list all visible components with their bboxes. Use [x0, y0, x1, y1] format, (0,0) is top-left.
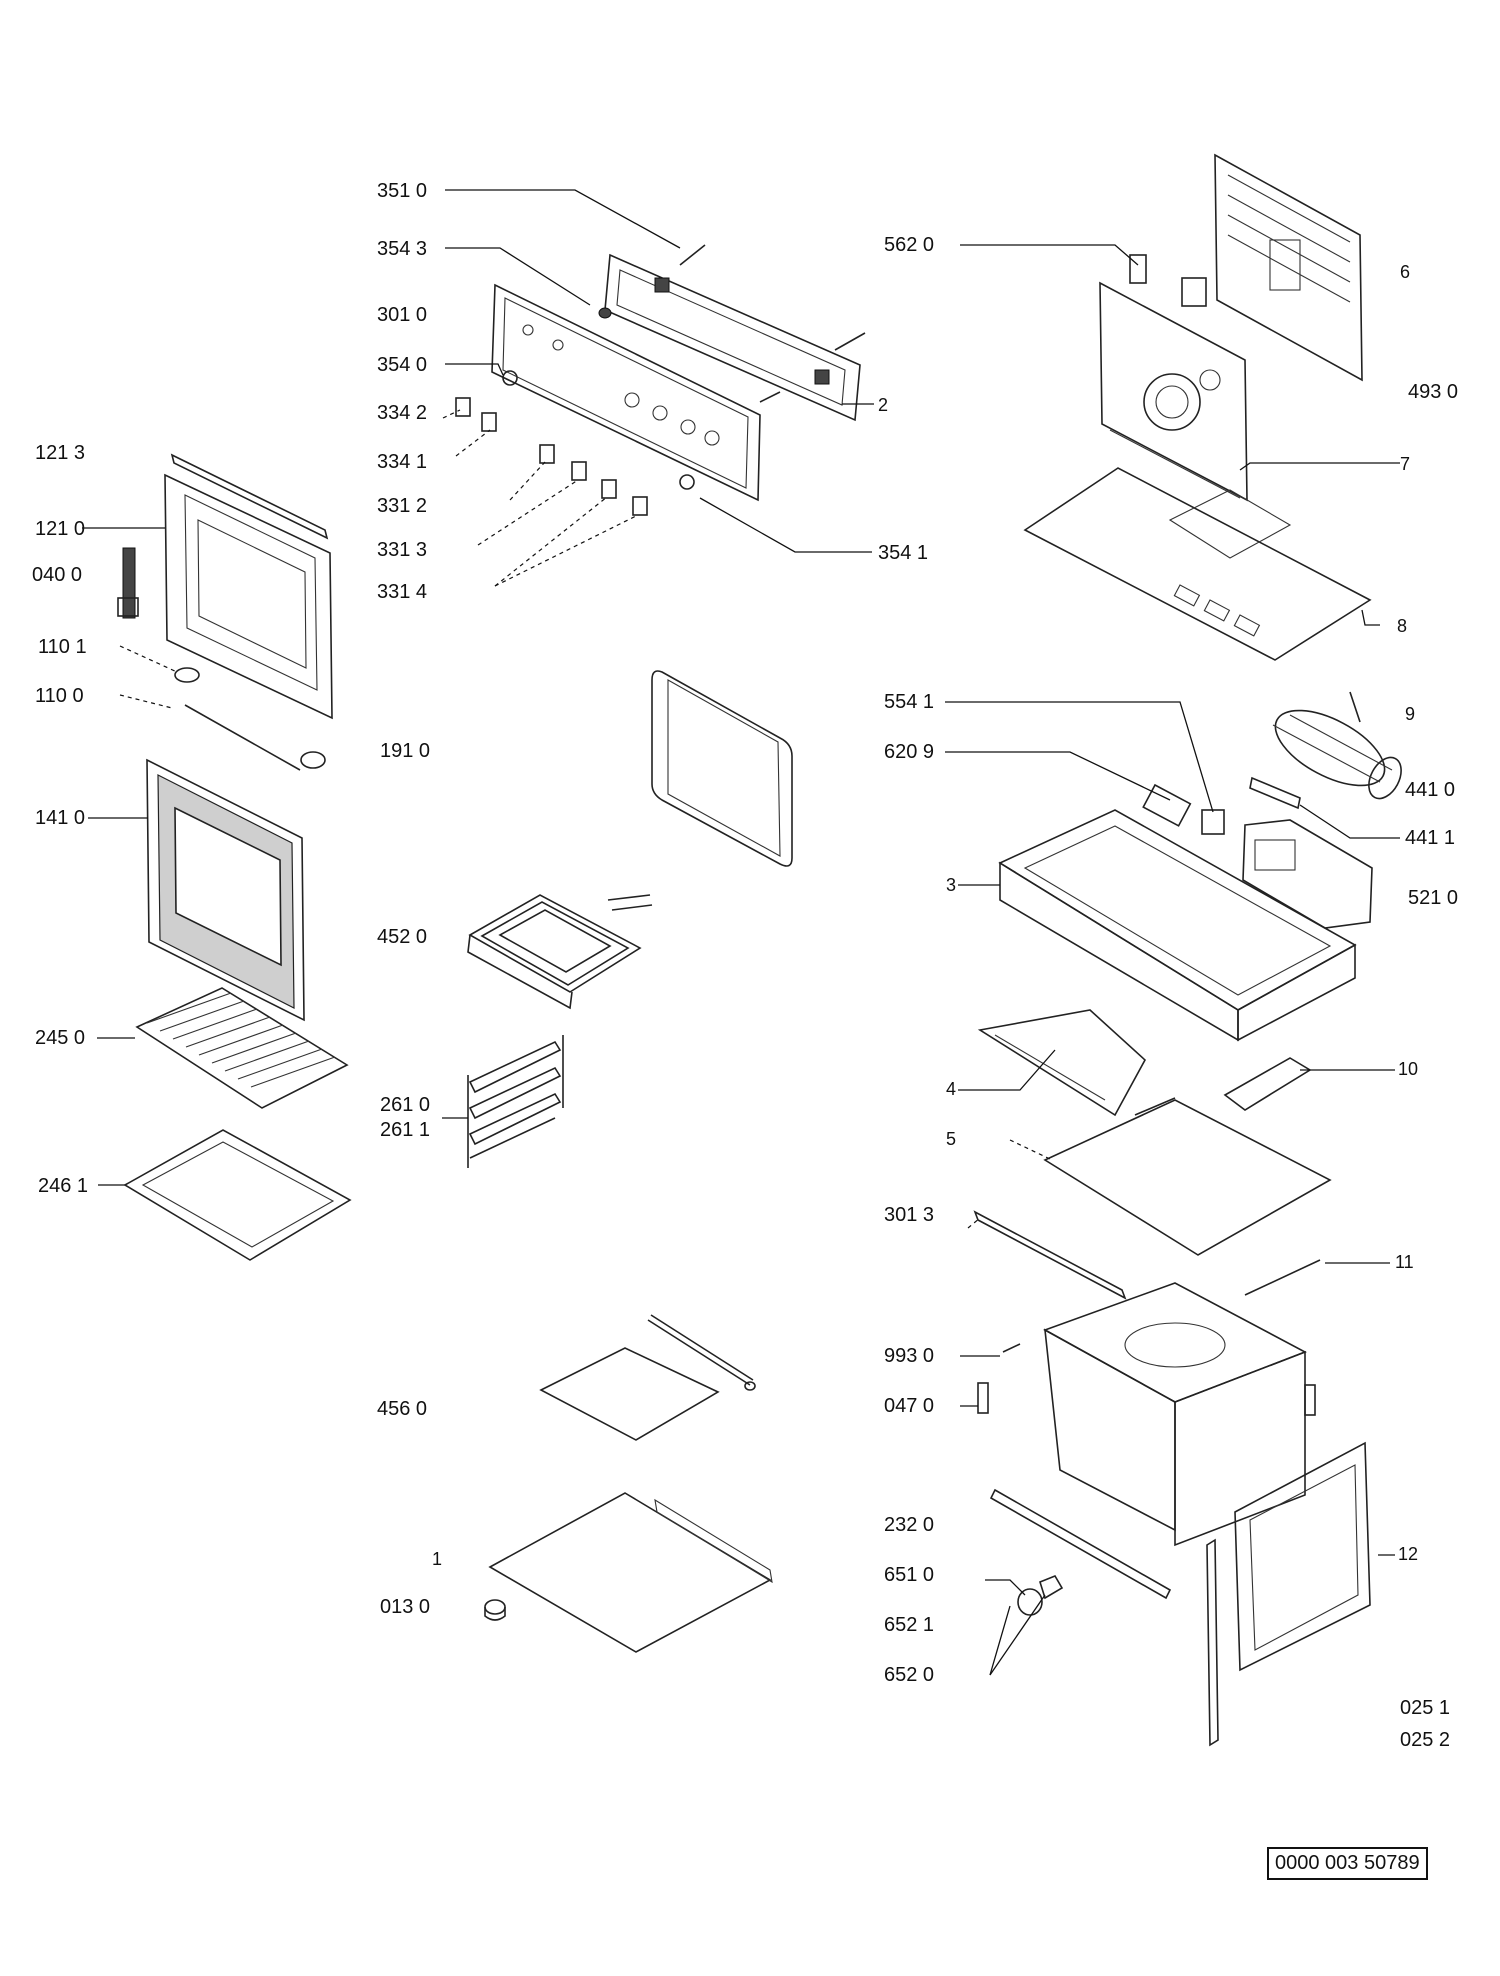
label-652-1: 652 1	[884, 1614, 935, 1636]
cavity-assembly	[973, 1009, 1371, 1747]
label-141-0: 141 0	[35, 807, 86, 829]
label-261-0: 261 0	[380, 1094, 431, 1116]
label-354-1: 354 1	[878, 542, 929, 564]
label-8: 8	[1397, 616, 1408, 636]
middle-parts	[467, 670, 793, 1653]
label-2: 2	[878, 395, 889, 415]
label-456-0: 456 0	[377, 1398, 428, 1420]
label-334-1: 334 1	[377, 451, 428, 473]
label-025-1: 025 1	[1400, 1697, 1451, 1719]
label-245-0: 245 0	[35, 1027, 86, 1049]
label-232-0: 232 0	[884, 1514, 935, 1536]
label-025-2: 025 2	[1400, 1729, 1451, 1751]
label-246-1: 246 1	[38, 1175, 89, 1197]
label-191-0: 191 0	[380, 740, 431, 762]
label-493-0: 493 0	[1408, 381, 1459, 403]
label-110-0: 110 0	[35, 685, 84, 707]
label-6: 6	[1400, 262, 1411, 282]
label-261-1: 261 1	[380, 1119, 431, 1141]
label-521-0: 521 0	[1408, 887, 1459, 909]
label-9: 9	[1405, 704, 1416, 724]
label-301-0: 301 0	[377, 304, 428, 326]
label-562-0: 562 0	[884, 234, 935, 256]
label-4: 4	[946, 1079, 957, 1099]
label-354-0: 354 0	[377, 354, 428, 376]
label-652-0: 652 0	[884, 1664, 935, 1686]
label-301-3: 301 3	[884, 1204, 935, 1226]
label-554-1: 554 1	[884, 691, 935, 713]
chassis-fan-assembly	[998, 691, 1402, 1042]
label-441-1: 441 1	[1405, 827, 1456, 849]
reference-number-box: 0000 003 50789	[1267, 1847, 1428, 1880]
label-110-1: 110 1	[38, 636, 87, 658]
label-331-3: 331 3	[377, 539, 428, 561]
label-3: 3	[946, 875, 957, 895]
label-351-0: 351 0	[377, 180, 428, 202]
door-assembly	[117, 453, 352, 1261]
label-5: 5	[946, 1129, 957, 1149]
label-354-3: 354 3	[377, 238, 428, 260]
label-334-2: 334 2	[377, 402, 428, 424]
label-121-0: 121 0	[35, 518, 86, 540]
label-11: 11	[1395, 1252, 1414, 1272]
label-441-0: 441 0	[1405, 779, 1456, 801]
leader-lines	[82, 189, 1400, 1676]
label-620-9: 620 9	[884, 741, 935, 763]
label-1: 1	[432, 1549, 443, 1569]
label-12: 12	[1398, 1544, 1419, 1564]
label-10: 10	[1398, 1059, 1419, 1079]
label-452-0: 452 0	[377, 926, 428, 948]
label-993-0: 993 0	[884, 1345, 935, 1367]
label-121-3: 121 3	[35, 442, 86, 464]
control-panel-assembly	[455, 244, 866, 516]
back-panel-assembly	[1023, 153, 1372, 661]
label-040-0: 040 0	[32, 564, 83, 586]
label-013-0: 013 0	[380, 1596, 431, 1618]
label-331-2: 331 2	[377, 495, 428, 517]
label-047-0: 047 0	[884, 1395, 935, 1417]
label-331-4: 331 4	[377, 581, 428, 603]
label-651-0: 651 0	[884, 1564, 935, 1586]
label-7: 7	[1400, 454, 1411, 474]
